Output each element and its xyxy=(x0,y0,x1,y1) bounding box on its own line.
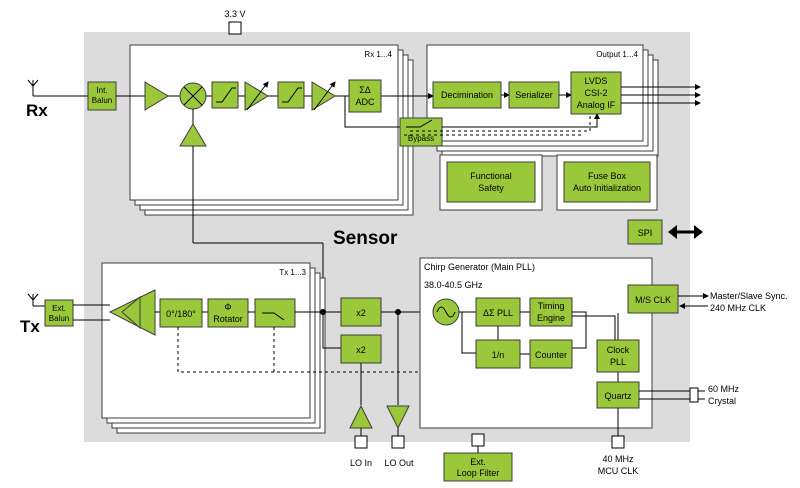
svg-text:x2: x2 xyxy=(356,345,366,355)
svg-text:M/S CLK: M/S CLK xyxy=(635,295,671,305)
svg-text:ΔΣ PLL: ΔΣ PLL xyxy=(483,308,513,318)
svg-text:Analog IF: Analog IF xyxy=(577,100,616,110)
rx-label: Rx xyxy=(26,101,48,120)
loop-filter-pin xyxy=(471,433,485,447)
rx-panel-title: Rx 1...4 xyxy=(364,50,392,59)
counter-block xyxy=(529,339,573,369)
tx-switch-block xyxy=(254,298,296,328)
serializer-block xyxy=(508,81,560,109)
svg-text:Clock: Clock xyxy=(607,345,630,355)
svg-text:Φ: Φ xyxy=(224,302,231,312)
tx-balun-block xyxy=(44,299,74,327)
bypass-switch-block xyxy=(399,117,443,147)
svg-text:Engine: Engine xyxy=(537,313,565,323)
svg-text:SPI: SPI xyxy=(638,228,653,238)
highpass-filter-icon xyxy=(211,81,239,109)
svg-text:Balun: Balun xyxy=(49,314,69,323)
svg-text:Timing: Timing xyxy=(538,301,565,311)
svg-text:Functional: Functional xyxy=(470,171,512,181)
delta-sigma-pll-block xyxy=(475,297,521,327)
rx-antenna-icon xyxy=(27,79,88,97)
lo-in-pin xyxy=(354,435,368,449)
rx-panel xyxy=(129,44,399,201)
fuse-box-block xyxy=(563,161,651,203)
svg-text:Quartz: Quartz xyxy=(604,391,632,401)
lvds-csi2-block xyxy=(570,71,622,115)
svg-text:PLL: PLL xyxy=(610,357,626,367)
svg-text:1/n: 1/n xyxy=(492,350,505,360)
svg-text:Ext.: Ext. xyxy=(52,304,66,313)
lo-out-label: LO Out xyxy=(384,458,414,468)
lo-in-label: LO In xyxy=(350,458,372,468)
svg-text:Rotator: Rotator xyxy=(213,314,243,324)
crystal-freq-label: 60 MHz xyxy=(708,384,740,394)
power-label: 3.3 V xyxy=(224,9,245,19)
svg-text:ADC: ADC xyxy=(355,97,375,107)
adc-block xyxy=(348,79,382,113)
spi-bidirectional-arrow-icon xyxy=(668,225,703,239)
tx-panel-title: Tx 1...3 xyxy=(279,268,306,277)
variable-amplifier-2-icon xyxy=(311,81,336,111)
ms-clk-block xyxy=(627,284,679,314)
svg-text:Fuse Box: Fuse Box xyxy=(588,171,627,181)
mcu-clk-freq-label: 40 MHz xyxy=(602,454,634,464)
svg-text:ΣΔ: ΣΔ xyxy=(359,85,371,95)
lna-amplifier-icon xyxy=(144,81,169,111)
svg-text:0°/180°: 0°/180° xyxy=(166,309,196,319)
svg-text:Safety: Safety xyxy=(478,183,504,193)
highpass-filter-2-icon xyxy=(277,81,305,109)
svg-text:Int.: Int. xyxy=(96,86,107,95)
phase-rotator-block xyxy=(207,298,249,328)
tx-antenna-icon xyxy=(27,293,45,307)
svg-text:Auto Initialization: Auto Initialization xyxy=(573,183,641,193)
tx-panel xyxy=(101,262,311,419)
svg-text:x2: x2 xyxy=(356,308,366,318)
svg-text:Ext.: Ext. xyxy=(470,457,486,467)
vco-icon xyxy=(432,298,460,326)
ms-sync-label: Master/Slave Sync. xyxy=(710,291,788,301)
chirp-frequency: 38.0-40.5 GHz xyxy=(424,280,483,290)
mixer-icon xyxy=(179,82,207,110)
doubler-top-block xyxy=(340,297,382,327)
svg-text:Serializer: Serializer xyxy=(515,90,553,100)
crystal-icon xyxy=(689,387,705,403)
svg-text:Loop Filter: Loop Filter xyxy=(457,468,500,478)
crystal-label: Crystal xyxy=(708,396,736,406)
output-panel-title: Output 1...4 xyxy=(596,50,638,59)
power-pin xyxy=(228,21,242,35)
variable-amplifier-icon xyxy=(244,81,269,111)
mcu-clk-label: MCU CLK xyxy=(598,466,639,476)
svg-text:LVDS: LVDS xyxy=(585,76,608,86)
svg-text:Decimination: Decimination xyxy=(441,90,493,100)
lo-out-amplifier-icon xyxy=(386,405,410,430)
tx-label: Tx xyxy=(20,317,40,336)
spi-block xyxy=(627,219,663,245)
lo-out-pin xyxy=(391,435,405,449)
clock-pll-block xyxy=(596,339,640,373)
mcu-clk-pin xyxy=(611,435,625,449)
chirp-title: Chirp Generator (Main PLL) xyxy=(424,262,535,272)
svg-text:Balun: Balun xyxy=(92,96,112,105)
ext-loop-filter-block xyxy=(443,452,513,482)
doubler-bottom-block xyxy=(340,334,382,364)
sensor-label: Sensor xyxy=(333,228,398,249)
phase-0-180-block xyxy=(159,298,203,328)
ms-clk-freq-label: 240 MHz CLK xyxy=(710,303,766,313)
svg-text:CSI-2: CSI-2 xyxy=(584,88,607,98)
svg-text:Counter: Counter xyxy=(535,350,567,360)
functional-safety-block xyxy=(446,161,536,203)
quartz-block xyxy=(596,381,640,409)
svg-text:Bypass: Bypass xyxy=(408,134,434,143)
